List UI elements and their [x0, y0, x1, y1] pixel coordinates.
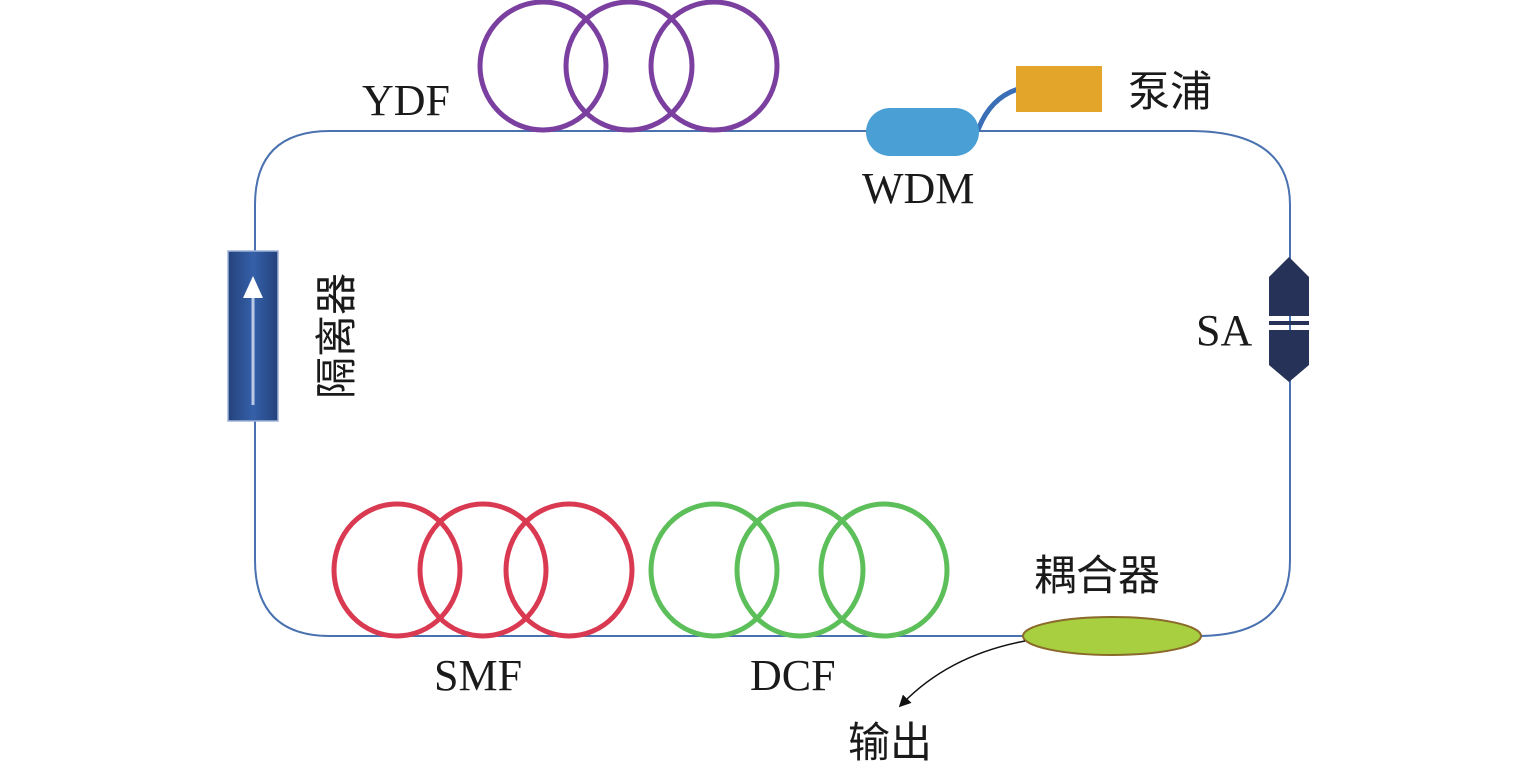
dcf-loop-1 — [648, 501, 780, 639]
isolator-component — [227, 250, 279, 422]
smf-loop-2 — [417, 501, 549, 639]
smf-loop-1 — [331, 501, 463, 639]
ydf-label: YDF — [362, 76, 450, 125]
pump-component — [1016, 66, 1102, 112]
ydf-loop-2 — [563, 0, 695, 133]
pump-label: 泵浦 — [1128, 67, 1212, 116]
ydf-loop-1 — [477, 0, 609, 133]
sa-component — [1269, 257, 1309, 382]
wdm-label: WDM — [862, 164, 974, 213]
isolator-label: 隔离器 — [312, 273, 361, 399]
coupler-label: 耦合器 — [1034, 551, 1160, 600]
ydf-coil — [477, 0, 780, 133]
dcf-coil — [648, 501, 950, 639]
output-label: 输出 — [848, 718, 932, 767]
dcf-loop-2 — [734, 501, 866, 639]
ydf-loop-3 — [648, 0, 780, 133]
wdm-component — [866, 108, 979, 156]
smf-label: SMF — [434, 651, 522, 700]
smf-coil — [331, 501, 635, 639]
output-arrow — [898, 640, 1026, 708]
coupler-component — [1022, 616, 1202, 656]
dcf-label: DCF — [750, 651, 836, 700]
pump-fiber — [975, 86, 1019, 131]
dcf-loop-3 — [818, 501, 950, 639]
isolator-arrow-icon — [243, 276, 263, 298]
smf-loop-3 — [503, 501, 635, 639]
sa-label: SA — [1196, 306, 1252, 355]
